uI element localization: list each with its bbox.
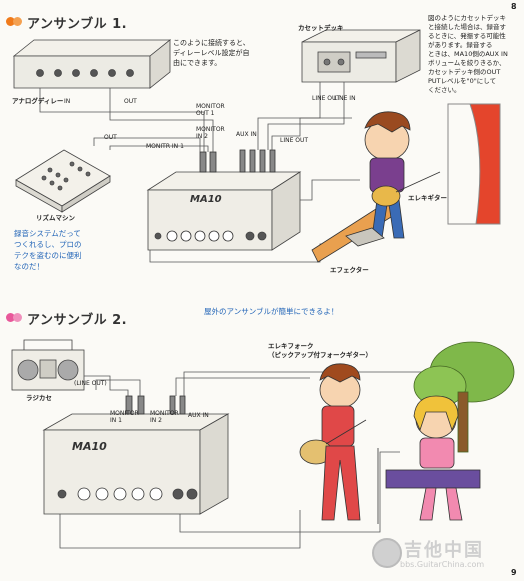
rhythm-machine-label: リズムマシン [36, 214, 75, 222]
delay-out-label: OUT [124, 98, 137, 105]
label-line: MONITOR [196, 103, 225, 110]
section2-bullet-icon-2 [13, 313, 22, 322]
note-line: ディレーレベル設定が自 [173, 49, 250, 57]
section1-left-note: 録音システムだって つくれるし、プロの テクを盗むのに便利 なのだ！ [14, 228, 82, 272]
monitor-in1-label-2: MONITOR IN 1 [110, 410, 139, 424]
note-line: テクを盗むのに便利 [14, 251, 82, 260]
note-line: 由にできます。 [173, 59, 222, 67]
page-number-bottom: 9 [511, 568, 517, 577]
monitor-in2-label: MONITOR IN 2 [196, 126, 225, 140]
tree [413, 341, 515, 453]
mixer-line-out-label: LINE OUT [280, 137, 309, 144]
section1-bullet-icon-2 [13, 17, 22, 26]
note-line: このように接続すると、 [173, 39, 250, 47]
watermark-main: 吉他中国 [404, 540, 484, 561]
analog-delay-label: アナログディレー [12, 97, 64, 105]
mixer1-brand: MA10 [190, 194, 222, 205]
note-line: 録音システムだって [14, 229, 81, 238]
note-line: PUTレベルを"0"にして [428, 77, 497, 85]
note-line: ときは、MA10側のAUX IN [428, 50, 508, 58]
monitor-out1-label: MONITOR OUT 1 [196, 103, 225, 117]
label-line: MONITOR [196, 126, 225, 133]
label-line: エレキフォーク [268, 342, 314, 350]
keyboard-girl-figure [377, 395, 481, 524]
note-line: があります。録音する [428, 41, 493, 49]
section2-title: アンサンブル 2. [27, 313, 128, 328]
effector-label: エフェクター [330, 266, 369, 274]
note-line: つくれるし、プロの [14, 240, 82, 249]
cassette-deck-label: カセットデッキ [298, 24, 344, 32]
radio-line-out-label: (LINE OUT) [74, 380, 107, 387]
note-line: なのだ！ [14, 262, 44, 271]
watermark-url: bbs.GuitarChina.com [400, 560, 485, 569]
label-line: （ピックアップ付フォークギター） [268, 351, 372, 359]
monitor-in1-label: MONITR IN 1 [146, 143, 184, 150]
cables-section-1 [39, 82, 360, 263]
ma10-mixer-2 [42, 395, 230, 515]
watermark: 吉他中国 bbs.GuitarChina.com [372, 536, 520, 576]
rhythm-out-label: OUT [104, 134, 117, 141]
section1-bullet-icon [6, 17, 15, 26]
monitor-in2-label-2: MONITOR IN 2 [150, 410, 179, 424]
boombox-device [11, 339, 85, 391]
rhythm-machine-device [15, 149, 111, 213]
folk-guitar-label: エレキフォーク （ピックアップ付フォークギター） [268, 342, 372, 360]
note-line: 図のようにカセットデッキ [428, 14, 506, 22]
section1-center-note: このように接続すると、 ディレーレベル設定が自 由にできます。 [173, 38, 250, 68]
aux-in-label: AUX IN [236, 131, 257, 138]
boombox-label: ラジカセ [26, 394, 52, 402]
ma10-mixer-1 [146, 149, 302, 251]
effector-pedal [345, 227, 385, 247]
section2-bullet-icon [6, 313, 15, 322]
deck-line-in-label: LINE IN [334, 95, 356, 102]
delay-in-label: IN [64, 98, 71, 105]
label-line: IN 2 [196, 133, 208, 140]
mixer2-brand: MA10 [72, 440, 107, 453]
label-line: OUT 1 [196, 110, 215, 117]
cables-section-2 [59, 371, 460, 549]
note-line: ボリュームを絞りきるか、 [428, 59, 506, 67]
page-number-top: 8 [511, 2, 517, 11]
analog-delay-device [12, 39, 172, 89]
watermark-logo-icon [372, 538, 402, 568]
label-line: IN 1 [110, 417, 122, 424]
cassette-deck-device [301, 29, 421, 83]
note-line: と接続した場合は、録音す [428, 23, 506, 31]
label-line: MONITOR [150, 410, 179, 417]
section1-right-note: 図のようにカセットデッキ と接続した場合は、録音す るときに、発振する可能性 が… [428, 14, 508, 95]
label-line: IN 2 [150, 417, 162, 424]
label-line: MONITOR [110, 410, 139, 417]
electric-guitar-label: エレキギター [408, 194, 447, 202]
note-line: ください。 [428, 86, 461, 94]
deck-line-out-label: LINE OUT [312, 95, 341, 102]
window-frame [447, 103, 501, 225]
note-line: るときに、発振する可能性 [428, 32, 506, 40]
note-line: カセットデッキ側のOUT [428, 68, 501, 76]
guitarist-figure [311, 111, 441, 263]
aux-in-label-2: AUX IN [188, 412, 209, 419]
section1-title: アンサンブル 1. [27, 17, 128, 32]
folk-guitarist-figure [299, 363, 367, 521]
section2-subtitle: 屋外のアンサンブルが簡単にできるよ！ [204, 307, 339, 316]
